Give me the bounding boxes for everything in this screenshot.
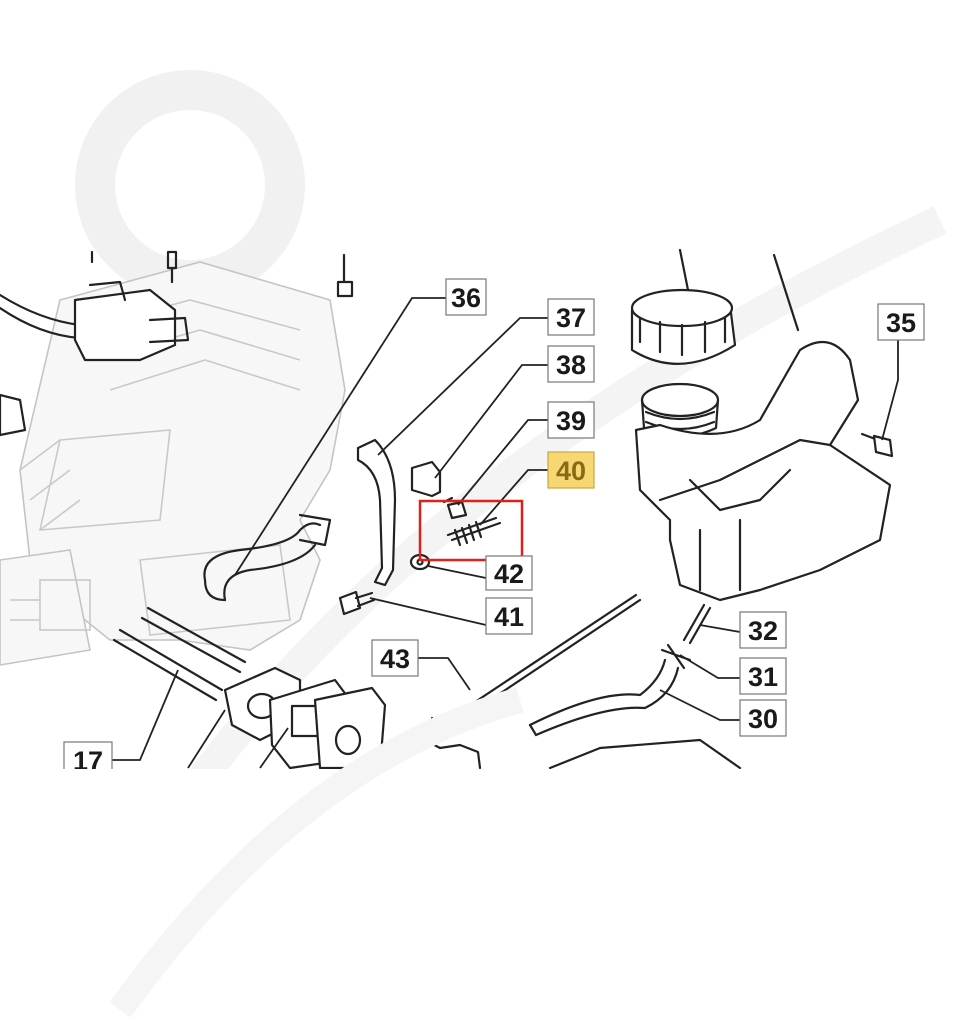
- callout-36[interactable]: 36: [445, 278, 487, 316]
- callout-label-37: 37: [556, 303, 586, 333]
- callout-31[interactable]: 31: [739, 657, 787, 695]
- bottom-whitespace: [0, 769, 958, 1024]
- callout-label-39: 39: [556, 406, 586, 436]
- part-36-tube: [203, 513, 332, 602]
- part-37-bracket: [356, 438, 397, 587]
- callout-38[interactable]: 38: [547, 345, 595, 383]
- callout-label-32: 32: [748, 616, 778, 646]
- fuel-tank: [634, 248, 892, 602]
- callout-label-42: 42: [494, 559, 524, 589]
- parts-39-40: [442, 496, 502, 547]
- callout-42[interactable]: 42: [485, 555, 533, 591]
- callout-label-36: 36: [451, 283, 481, 313]
- callout-label-38: 38: [556, 350, 586, 380]
- left-pipe: [0, 393, 27, 437]
- fuel-line-parts: [528, 603, 742, 770]
- callout-label-43: 43: [380, 644, 410, 674]
- callout-label-35: 35: [886, 308, 916, 338]
- callout-40[interactable]: 40: [547, 451, 595, 489]
- callout-32[interactable]: 32: [739, 611, 787, 649]
- part-35-bolt: [860, 432, 894, 458]
- watermark-lower: [109, 687, 524, 1018]
- ignition-coil: [0, 280, 190, 362]
- callout-41[interactable]: 41: [485, 597, 533, 635]
- callout-label-31: 31: [748, 662, 778, 692]
- callout-37[interactable]: 37: [547, 298, 595, 336]
- top-bolts: [90, 250, 354, 298]
- leader-lines: [112, 297, 899, 769]
- callout-label-40: 40: [556, 456, 586, 486]
- part-41-pin: [338, 590, 376, 616]
- part-38-clip: [410, 460, 442, 498]
- callout-label-41: 41: [494, 602, 524, 632]
- callout-43[interactable]: 43: [371, 639, 419, 677]
- callout-label-30: 30: [748, 704, 778, 734]
- fuel-cap: [630, 288, 737, 365]
- callout-30[interactable]: 30: [739, 699, 787, 737]
- gaskets-carb: [223, 666, 482, 770]
- callout-35[interactable]: 35: [877, 303, 925, 341]
- selection-highlight-box: [418, 499, 524, 562]
- part-17-studs: [112, 606, 247, 702]
- callout-39[interactable]: 39: [547, 401, 595, 439]
